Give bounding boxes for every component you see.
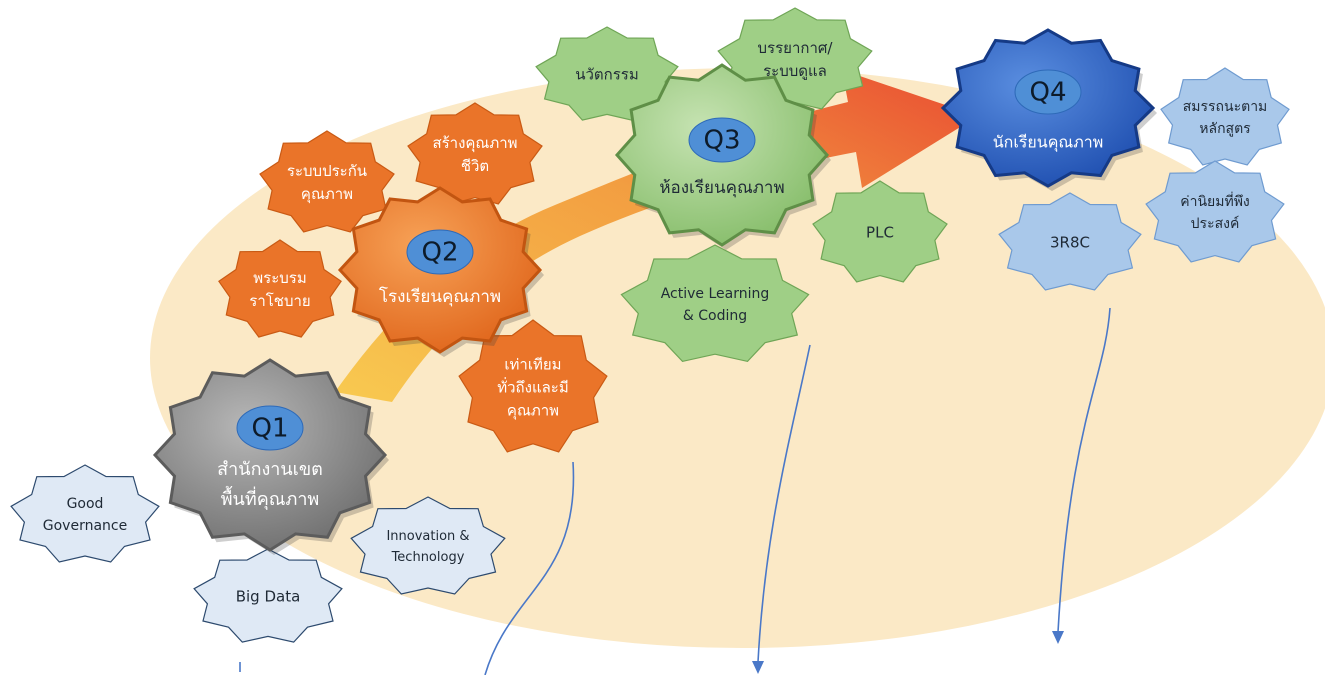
node-badge xyxy=(236,405,304,451)
satellite-shape xyxy=(407,102,543,205)
node-label-line: Governance xyxy=(43,518,127,534)
satellite-shape xyxy=(259,130,395,233)
node-code: Q3 xyxy=(703,126,740,156)
satellite-equity: เท่าเทียมทั่วถึงและมีคุณภาพ xyxy=(458,319,608,453)
node-label-line: ชีวิต xyxy=(461,157,489,175)
node-label-line: Good xyxy=(67,496,104,512)
satellite-active-learning: Active Learning & Coding xyxy=(620,244,810,363)
node-label-line: ราโชบาย xyxy=(249,292,310,310)
satellite-shape xyxy=(998,192,1142,291)
node-label-line: ห้องเรียนคุณภาพ xyxy=(659,178,784,198)
satellite-big-data: Big Data xyxy=(193,548,343,643)
connector-line-q3 xyxy=(757,344,811,663)
node-label-line: โรงเรียนคุณภาพ xyxy=(379,286,501,307)
arrowhead-q3 xyxy=(752,661,764,674)
node-label-line: คุณภาพ xyxy=(301,185,353,204)
satellite-shape xyxy=(458,319,608,453)
connector-lines xyxy=(239,307,1111,675)
satellite-shape xyxy=(620,244,810,363)
node-label-line: 3R8C xyxy=(1050,234,1090,252)
node-label-line: สร้างคุณภาพ xyxy=(432,134,517,153)
node-q4: Q4 นักเรียนคุณภาพ xyxy=(940,28,1157,191)
node-label-line: ทั่วถึงและมี xyxy=(497,377,569,397)
node-code: Q1 xyxy=(251,414,288,444)
node-label-line: ค่านิยมที่พึง xyxy=(1180,192,1250,210)
satellite-r8c: 3R8C xyxy=(998,192,1142,291)
node-label-line: บรรยากาศ/ xyxy=(758,39,834,57)
node-label-line: ระบบประกัน xyxy=(287,162,367,180)
node-label-line: เท่าเทียม xyxy=(504,356,561,374)
connector-line-q4 xyxy=(1057,307,1111,633)
node-badge xyxy=(688,117,756,163)
node-label-line: พระบรม xyxy=(253,269,306,287)
satellite-shape xyxy=(1160,67,1290,166)
satellite-shape xyxy=(1145,160,1285,263)
node-q2: Q2 โรงเรียนคุณภาพ xyxy=(337,186,544,357)
node-label-line: ประสงค์ xyxy=(1191,215,1240,232)
satellite-plc: PLC xyxy=(812,180,948,283)
satellite-innovation: นวัตกรรม xyxy=(535,26,679,121)
node-code: Q4 xyxy=(1029,78,1066,108)
node-label-line: ระบบดูแล xyxy=(763,62,827,80)
node-label-line: นวัตกรรม xyxy=(575,66,639,84)
node-badge xyxy=(406,229,474,275)
arrowhead-q4 xyxy=(1052,631,1064,644)
satellite-shape xyxy=(218,239,342,338)
node-label-line: คุณภาพ xyxy=(507,402,559,421)
satellite-shape xyxy=(350,496,506,595)
node-badge xyxy=(1014,69,1082,115)
satellite-shape xyxy=(535,26,679,121)
node-label-line: PLC xyxy=(866,224,894,242)
node-label-line: & Coding xyxy=(683,308,747,324)
node-q3: Q3 ห้องเรียนคุณภาพ xyxy=(614,63,831,250)
node-code: Q2 xyxy=(421,238,458,268)
satellite-shape xyxy=(812,180,948,283)
node-label-line: หลักสูตร xyxy=(1199,121,1251,137)
node-label-line: Innovation & xyxy=(386,529,469,544)
node-label-line: นักเรียนคุณภาพ xyxy=(993,133,1104,153)
node-label-line: พื้นที่คุณภาพ xyxy=(221,486,320,510)
satellite-quality-assurance: ระบบประกันคุณภาพ xyxy=(259,130,395,233)
node-label-line: Big Data xyxy=(236,588,301,606)
satellite-shape xyxy=(10,464,160,563)
node-label-line: สำนักงานเขต xyxy=(217,459,323,480)
node-label-line: สมรรถนะตาม xyxy=(1183,99,1268,115)
satellite-innovation-technology: Innovation & Technology xyxy=(350,496,506,595)
satellite-shape xyxy=(193,548,343,643)
connector-line-q2 xyxy=(484,461,575,675)
node-shape xyxy=(152,358,388,552)
node-label-line: Active Learning xyxy=(661,286,770,302)
node-label-line: Technology xyxy=(391,550,465,565)
